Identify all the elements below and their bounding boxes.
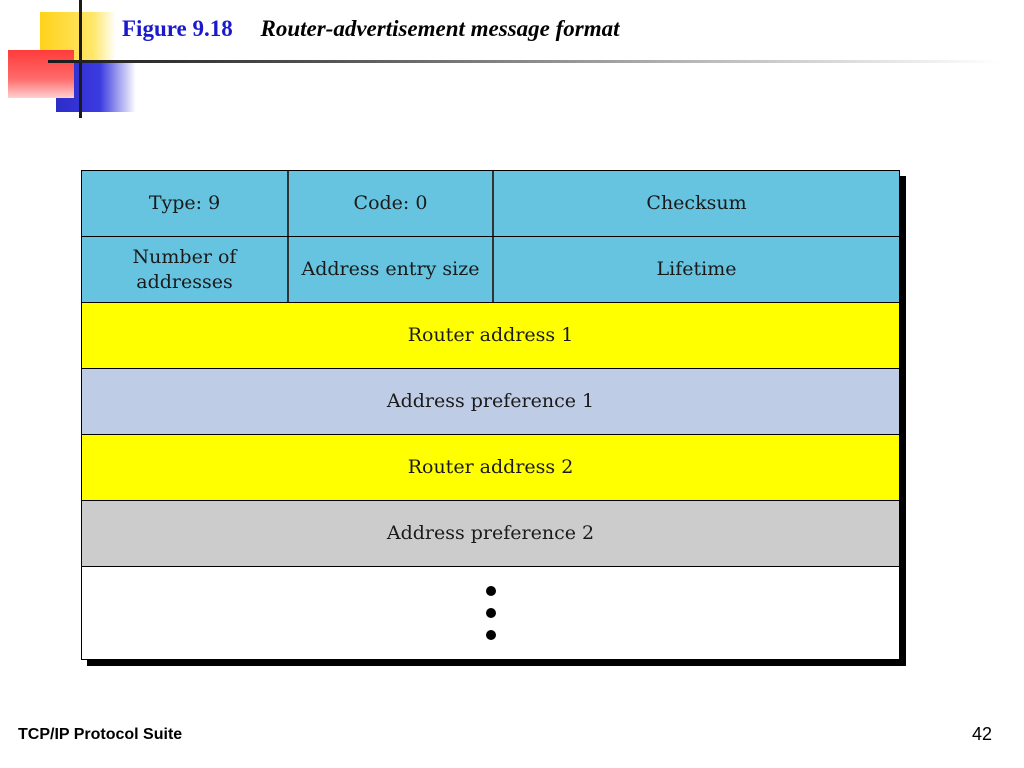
diagram-box: Type: 9 Code: 0 Checksum Number of addre… [81,170,900,660]
header-row-2: Number of addresses Address entry size L… [82,237,899,303]
row-continuation [82,567,899,659]
header-row-1: Type: 9 Code: 0 Checksum [82,171,899,237]
row-address-preference-2: Address preference 2 [82,501,899,567]
decor-red-square [8,50,74,98]
continuation-dots [82,567,899,659]
message-format-diagram: Type: 9 Code: 0 Checksum Number of addre… [81,170,906,666]
field-code: Code: 0 [287,171,492,236]
row-router-address-2: Router address 2 [82,435,899,501]
row-address-preference-1: Address preference 1 [82,369,899,435]
dot-icon [485,608,496,618]
field-router-address-1: Router address 1 [407,324,574,347]
footer-suite: TCP/IP Protocol Suite [18,726,183,743]
figure-number: Figure 9.18 [122,16,233,41]
field-router-address-2: Router address 2 [407,456,574,479]
field-lifetime: Lifetime [492,237,899,302]
decor-horizontal-line [48,60,1000,63]
field-type: Type: 9 [148,192,221,215]
field-number-of-addresses: Number of addresses [132,245,237,293]
dot-icon [485,586,496,596]
field-address-preference-1: Address preference 1 [386,390,595,413]
row-router-address-1: Router address 1 [82,303,899,369]
dot-icon [485,630,496,640]
page-number: 42 [971,724,992,744]
slide-title: Figure 9.18 Router-advertisement message… [122,16,620,42]
figure-title: Router-advertisement message format [260,16,620,41]
field-address-preference-2: Address preference 2 [386,522,595,545]
field-address-entry-size: Address entry size [287,237,492,302]
decor-vertical-line [79,0,82,118]
field-checksum: Checksum [492,171,899,236]
